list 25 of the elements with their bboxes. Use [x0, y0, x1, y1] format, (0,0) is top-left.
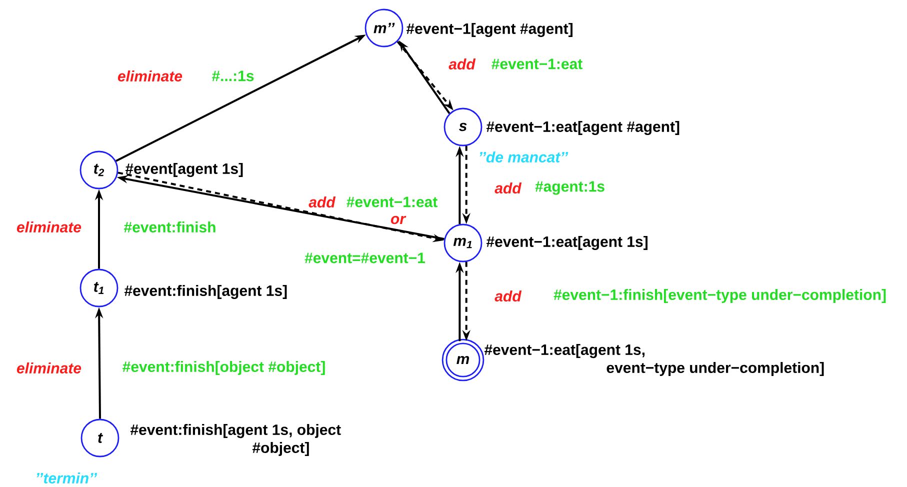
feature-structure: #event:finish[agent 1s] [124, 284, 287, 300]
operation-text: #event−1:finish[event−type under−completion] [554, 289, 886, 303]
feature-structure: #event−1:eat[agent 1s] [486, 236, 648, 250]
operation-text: #event−1:eat [492, 58, 582, 70]
edge-label: add [494, 182, 522, 194]
operation-text: #agent:1s [535, 181, 604, 195]
operation-text: #event:finish[object #object] [122, 361, 325, 375]
feature-structure: #event[agent 1s] [125, 162, 243, 178]
edge-label: eliminate [16, 362, 82, 375]
operation-text: #event:finish [124, 222, 216, 232]
operation-text: #event−1:eat [346, 196, 438, 208]
edge-label: add [494, 290, 522, 303]
operation-text: #...:1s [212, 70, 254, 82]
feature-structure: #event−1[agent #agent] [406, 22, 572, 38]
feature-structure: #event−1:eat[agent 1s, event−type under−completion] [484, 344, 824, 376]
gloss-text: ’’termin’’ [36, 472, 98, 484]
operation-text: #event=#event−1 [304, 252, 426, 264]
edge-label: eliminate [16, 220, 82, 234]
edge-label: add [448, 58, 476, 70]
edge-label: add [308, 196, 336, 209]
feature-structure: #event:finish[agent 1s, object #object] [130, 424, 341, 456]
edge-label: eliminate [116, 70, 184, 82]
gloss-text: ’’de mancat’’ [480, 152, 568, 163]
feature-structure: #event−1:eat[agent #agent] [486, 120, 680, 136]
operation-text: or [390, 216, 406, 224]
